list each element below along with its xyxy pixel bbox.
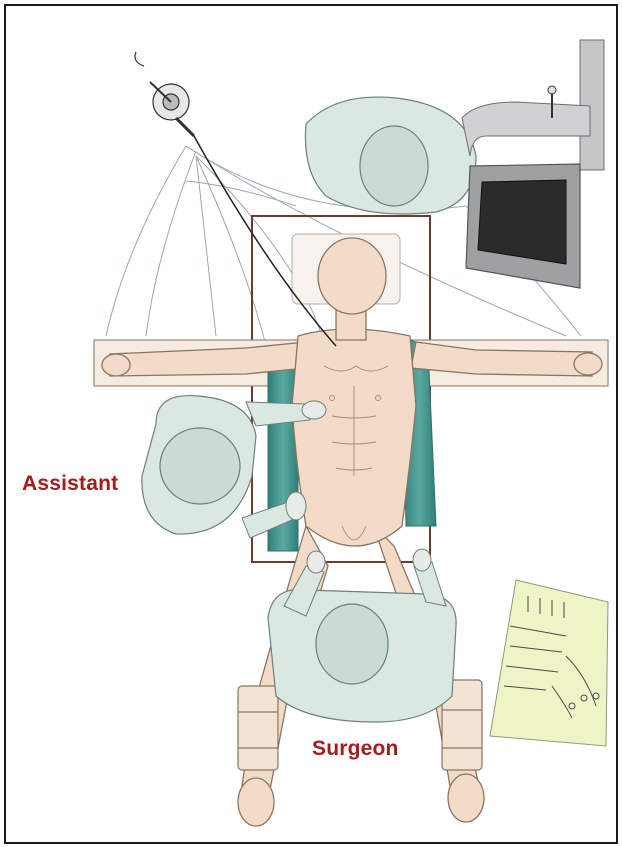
assistant-label: Assistant bbox=[22, 472, 118, 496]
surgeon-label: Surgeon bbox=[312, 737, 399, 761]
operating-room-illustration bbox=[6, 6, 616, 842]
figure-frame: Assistant Surgeon bbox=[4, 4, 618, 844]
anesthesiologist bbox=[305, 97, 476, 214]
monitor-icon bbox=[462, 40, 604, 288]
instrument-tray-icon bbox=[490, 580, 608, 746]
